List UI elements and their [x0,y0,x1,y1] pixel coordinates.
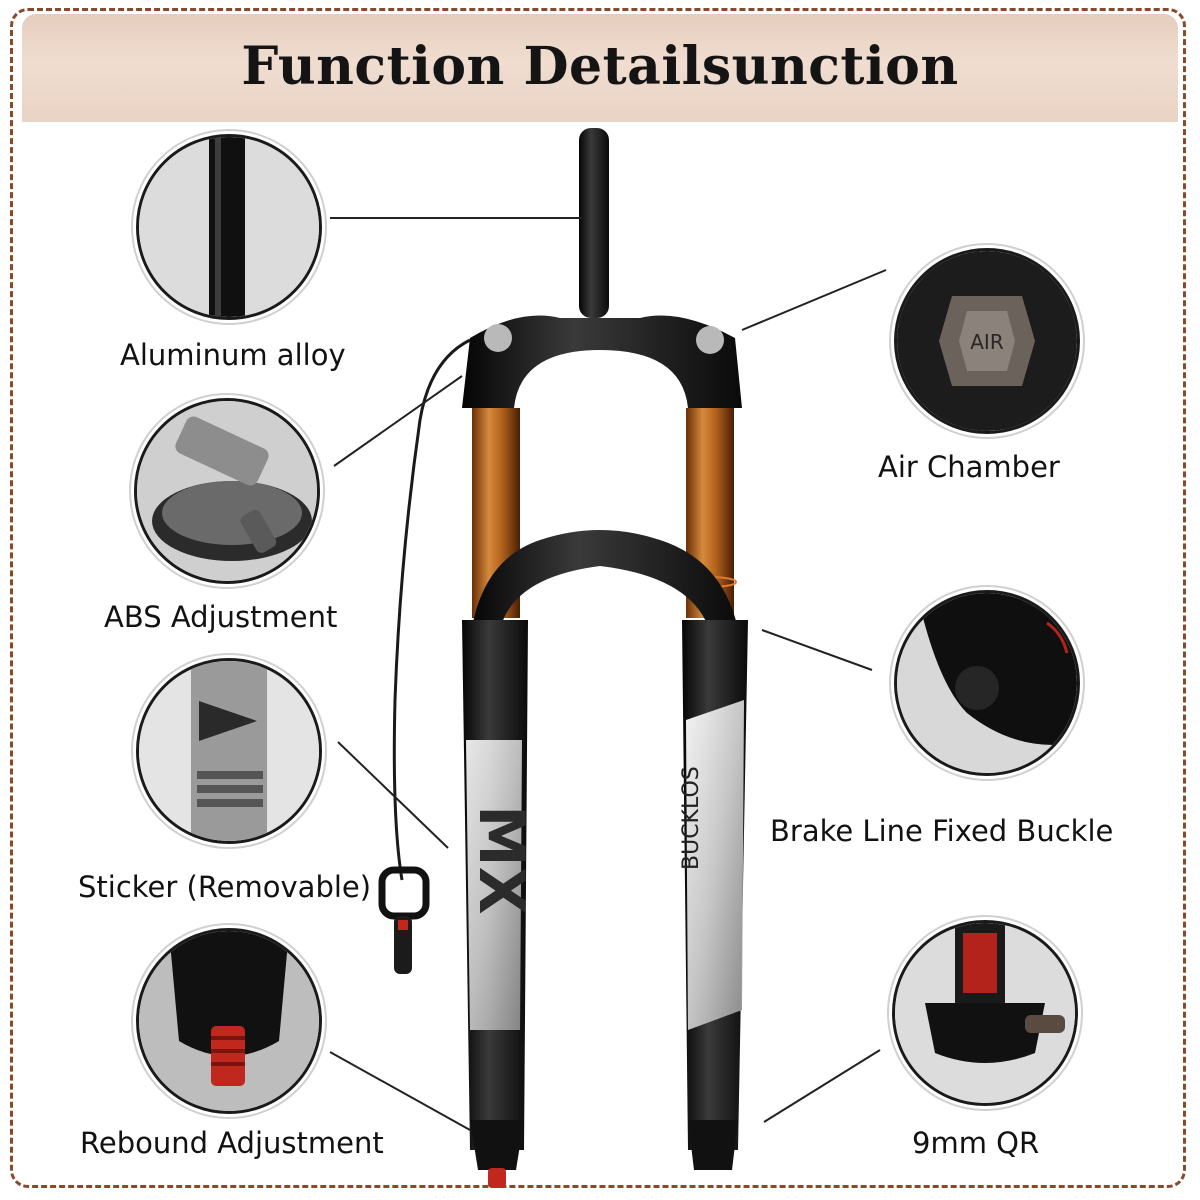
detail-circle-abs [134,398,320,584]
label-9mm-qr: 9mm QR [912,1126,1040,1160]
rebound-knob [488,1168,506,1188]
detail-circle-sticker [136,658,322,844]
label-abs-adjustment: ABS Adjustment [104,600,338,634]
detail-circle-aluminum [136,134,322,320]
label-rebound-adjustment: Rebound Adjustment [80,1126,384,1160]
fork-arch [470,530,740,640]
leg-logo-right: BUCKLOS [679,766,704,870]
dashed-frame [10,8,1186,1188]
label-air-chamber: Air Chamber [878,450,1060,484]
label-aluminum-alloy: Aluminum alloy [120,338,346,372]
label-brake-line-fixed-buckle: Brake Line Fixed Buckle [770,814,1114,848]
detail-circle-rebound [136,928,322,1114]
detail-circle-9mm-qr [892,920,1078,1106]
leg-logo-left: MX [465,805,538,915]
steerer-tube [579,128,609,318]
title-banner [22,14,1178,122]
page-title: Function Detailsunction [241,36,959,97]
detail-circle-brake-buckle [894,590,1080,776]
label-sticker-removable: Sticker (Removable) [78,870,372,904]
remote-cable [392,338,471,881]
detail-circle-air-chamber: AIR [894,248,1080,434]
fork-crown [462,315,742,408]
air-cap-label: AIR [970,330,1004,354]
